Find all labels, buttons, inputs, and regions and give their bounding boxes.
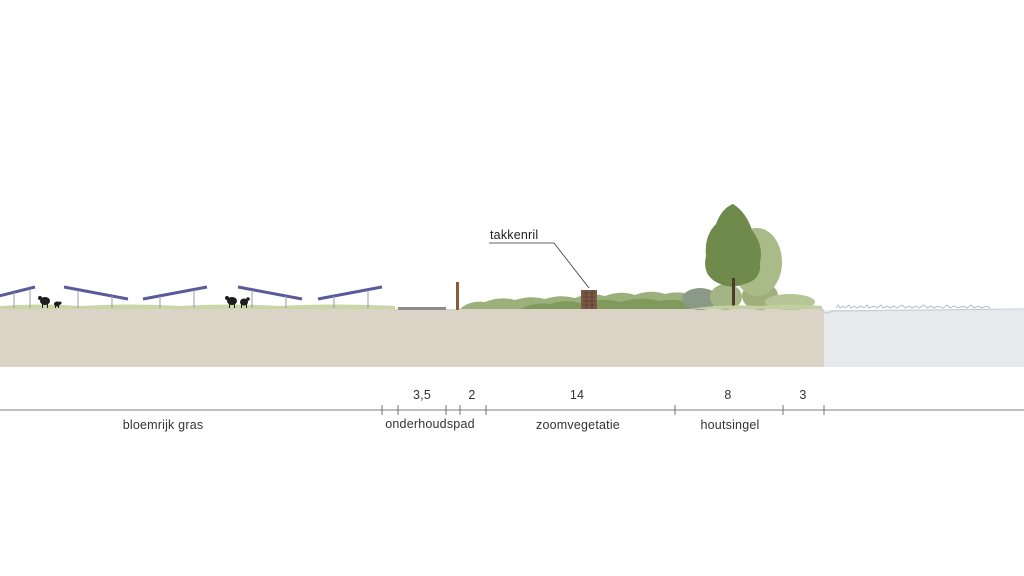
flowering-grass bbox=[0, 304, 395, 309]
sheep-4 bbox=[240, 297, 250, 308]
callout-label-takkenril: takkenril bbox=[490, 228, 539, 242]
edge-vegetation-dark bbox=[520, 298, 690, 309]
solar-panel-1 bbox=[0, 285, 36, 308]
sheep-1 bbox=[38, 296, 50, 308]
shrub-1 bbox=[682, 288, 718, 310]
ground-profile bbox=[0, 309, 824, 367]
solar-panel-3 bbox=[142, 285, 208, 308]
sheep-group bbox=[38, 296, 250, 308]
dimension-value: 3,5 bbox=[413, 388, 431, 402]
dimension-value: 3 bbox=[799, 388, 807, 402]
fence-post bbox=[456, 282, 459, 310]
brushwood-ridge bbox=[581, 290, 597, 309]
zone-label: bloemrijk gras bbox=[122, 418, 204, 432]
tree-trunk bbox=[732, 278, 735, 309]
water-edge bbox=[819, 308, 1024, 314]
hedgerow-grass bbox=[690, 304, 822, 309]
solar-panel-5 bbox=[317, 285, 383, 308]
dimension-ticks bbox=[381, 405, 825, 415]
zone-label: onderhoudspad bbox=[385, 417, 475, 431]
maintenance-path bbox=[398, 307, 446, 310]
water-surface-reeds bbox=[835, 304, 991, 309]
tree-main-crown bbox=[705, 204, 761, 287]
solar-panel-4 bbox=[237, 285, 303, 308]
solar-panels bbox=[0, 285, 383, 308]
zone-label: zoomvegetatie bbox=[536, 418, 620, 432]
zone-label: houtsingel bbox=[700, 418, 760, 432]
sheep-2 bbox=[54, 301, 62, 308]
dimension-value: 8 bbox=[724, 388, 732, 402]
water-body bbox=[824, 310, 1024, 367]
solar-panel-2 bbox=[63, 285, 129, 308]
dimension-value: 2 bbox=[468, 388, 476, 402]
callout-leader bbox=[553, 242, 590, 289]
dimension-value: 14 bbox=[569, 388, 585, 402]
brushwood-texture bbox=[583, 290, 595, 309]
sheep-3 bbox=[225, 296, 237, 308]
